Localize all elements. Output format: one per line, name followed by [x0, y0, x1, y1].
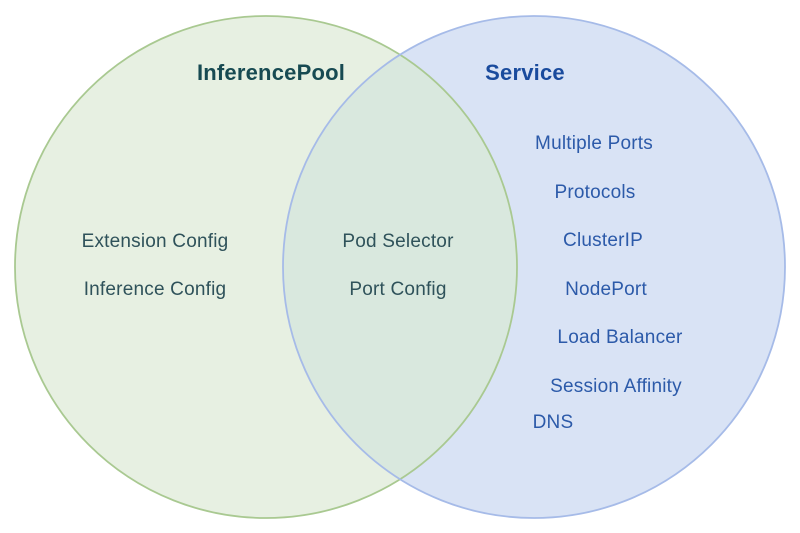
- service-item-nodeport: NodePort: [565, 279, 647, 300]
- overlap-region: [283, 16, 517, 518]
- overlap-item-pod-selector: Pod Selector: [342, 231, 454, 252]
- service-title: Service: [485, 60, 565, 85]
- inferencepool-title: InferencePool: [196, 60, 346, 85]
- service-item-clusterip: ClusterIP: [563, 230, 643, 251]
- service-item-dns: DNS: [532, 412, 574, 433]
- inferencepool-item-extension-config: Extension Config: [81, 231, 229, 252]
- service-item-multiple-ports: Multiple Ports: [535, 133, 653, 154]
- inferencepool-item-inference-config: Inference Config: [83, 279, 227, 300]
- service-item-session-affinity: Session Affinity: [550, 376, 682, 397]
- service-item-load-balancer: Load Balancer: [557, 327, 683, 348]
- service-circle-border: [282, 15, 786, 519]
- inferencepool-circle-border: [14, 15, 518, 519]
- service-item-protocols: Protocols: [554, 182, 636, 203]
- overlap-item-port-config: Port Config: [349, 279, 447, 300]
